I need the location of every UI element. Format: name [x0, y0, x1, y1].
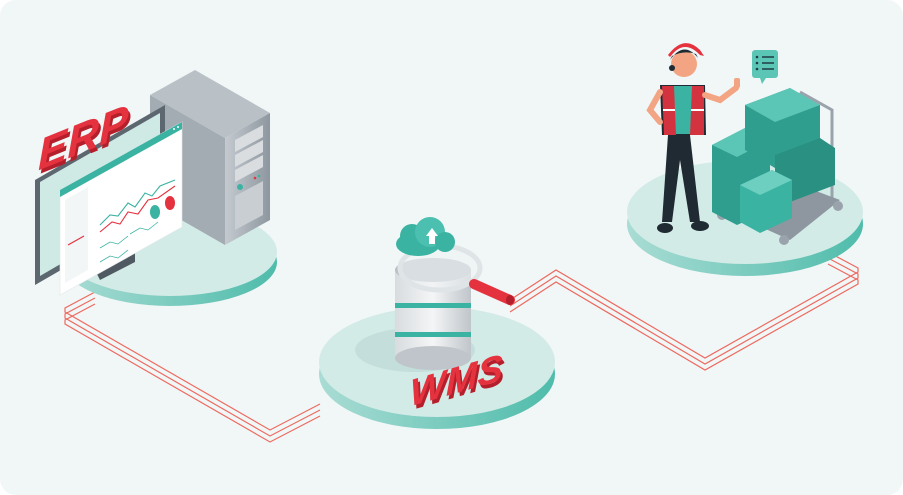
warehouse-worker: [646, 43, 740, 233]
cloud-upload-icon: [396, 217, 455, 256]
boxes-icon: [712, 88, 835, 233]
connection-erp-wms: [64, 291, 321, 443]
connection-wms-warehouse: [509, 251, 859, 371]
erp-dashboard-window: [59, 121, 183, 296]
checklist-icon: [752, 50, 778, 84]
